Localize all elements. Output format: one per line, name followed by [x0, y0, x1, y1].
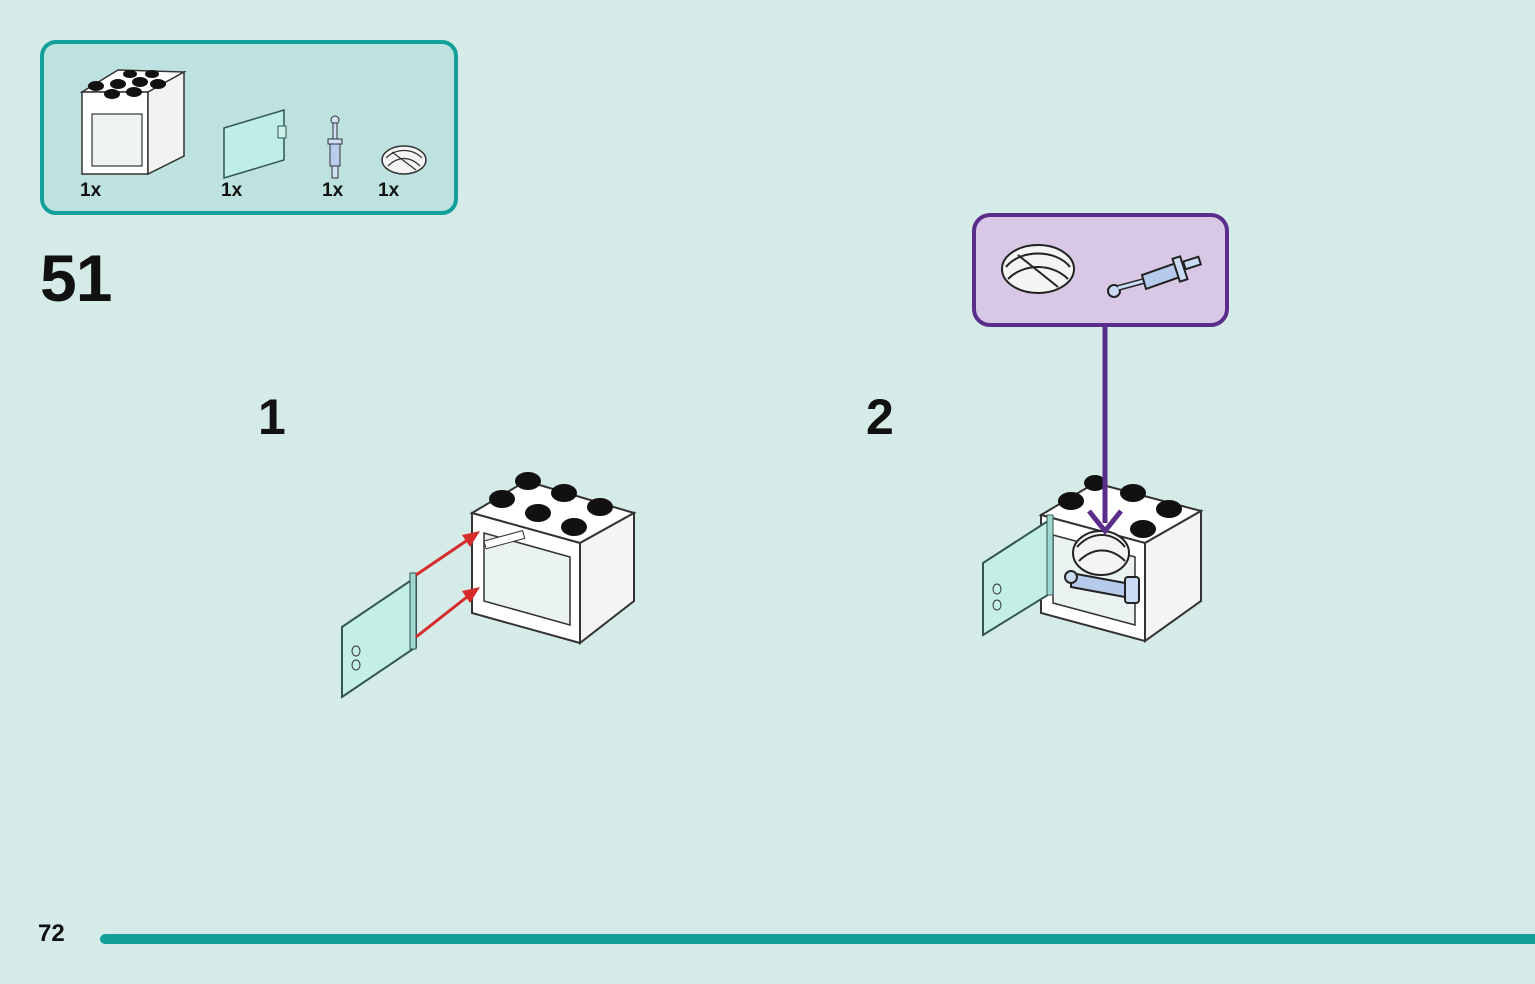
syringe-inside	[1064, 570, 1140, 604]
substep-1-label: 1	[258, 389, 286, 445]
bandage-qty: 1x	[378, 180, 400, 201]
insert-arrow	[1087, 327, 1123, 536]
substep-2-label: 2	[866, 389, 894, 445]
substep-1-illustration	[341, 472, 637, 699]
syringe-callout-icon	[1107, 255, 1203, 298]
footer-bar	[100, 934, 1535, 944]
bandage-inside	[1072, 530, 1130, 576]
substep-2-illustration	[982, 327, 1204, 643]
bandage-callout-icon	[1001, 244, 1075, 294]
door-qty: 1x	[221, 180, 243, 201]
door-part-icon	[223, 108, 287, 180]
open-door	[982, 514, 1054, 637]
parts-list-box: 1x 1x 1x 1x	[40, 40, 458, 215]
door-piece	[341, 572, 417, 699]
step-number: 51	[40, 241, 112, 315]
cupboard-brick	[469, 472, 637, 646]
cupboard-qty: 1x	[80, 180, 102, 201]
syringe-part-icon	[327, 115, 343, 179]
bandage-part-icon	[381, 145, 427, 175]
page-number: 72	[38, 920, 65, 947]
assembly-arrows	[415, 531, 480, 639]
callout-box	[972, 213, 1229, 327]
syringe-qty: 1x	[322, 180, 344, 201]
cupboard-part-icon	[79, 69, 187, 176]
